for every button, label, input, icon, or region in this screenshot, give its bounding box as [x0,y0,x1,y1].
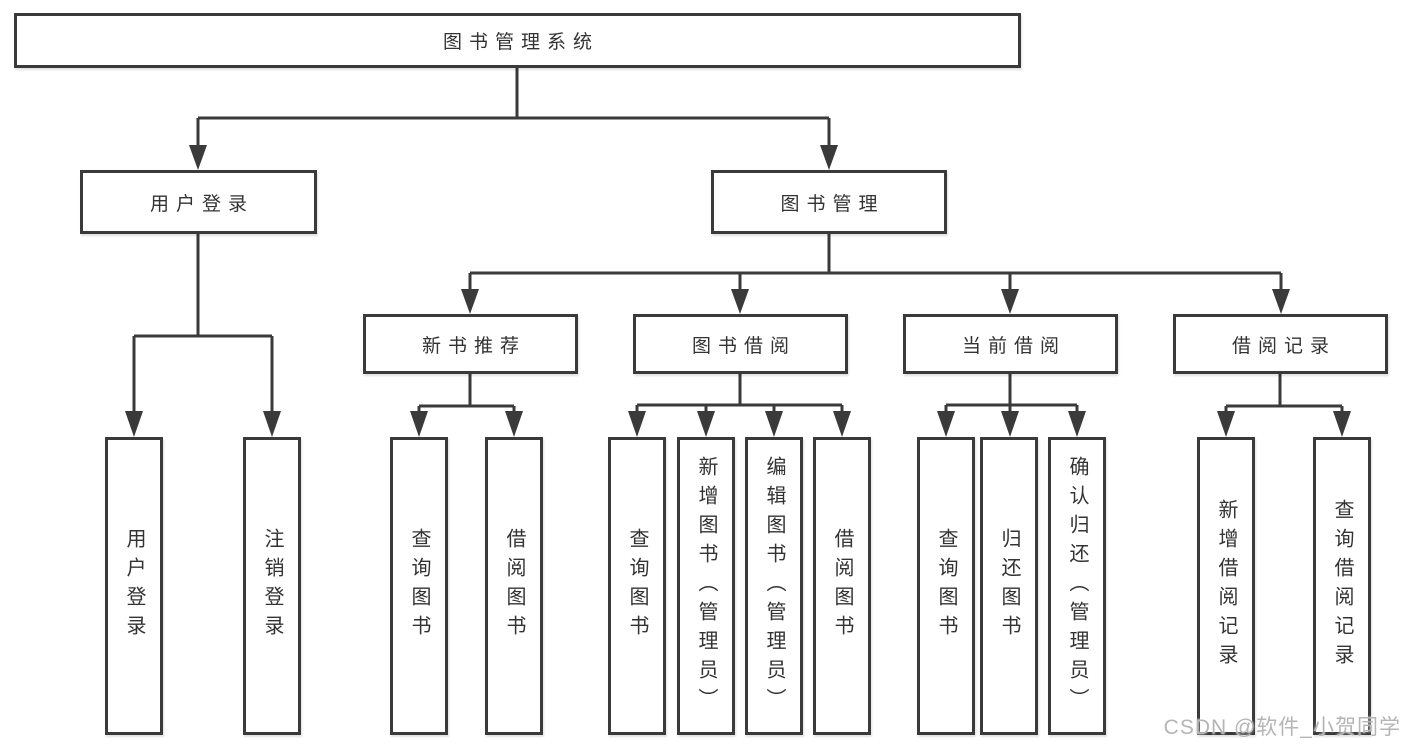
connector-book-borrow-to-leaves [635,374,844,413]
arrowhead [697,411,715,437]
arrowhead [263,411,281,437]
node-label: 新增图书（管理员） [695,455,717,717]
csdn-watermark: CSDN @软件_小贺同学 [1163,716,1401,739]
arrowhead [1333,411,1351,437]
arrowhead [1001,411,1019,437]
node-label: 借阅图书 [831,528,853,644]
arrowhead [731,289,749,314]
connector-current-borrow-to-leaves [944,374,1079,413]
connector-root-to-level2 [196,68,831,147]
leaf-borrow-books-recommend: 借阅图书 [485,437,543,735]
node-label: 查询图书 [408,528,430,644]
node-root-library-system: 图书管理系统 [14,13,1021,68]
node-label: 查询图书 [626,528,648,644]
arrowhead [820,145,838,170]
node-new-book-recommend: 新书推荐 [363,314,578,374]
leaf-add-borrow-record: 新增借阅记录 [1197,437,1255,735]
connector-new-book-to-leaves [417,374,516,413]
arrowhead [937,411,955,437]
node-label: 图书管理 [780,193,885,215]
arrowhead [189,145,207,170]
node-label: 借阅图书 [503,528,525,644]
node-label: 新书推荐 [421,335,526,357]
node-label: 借阅记录 [1231,335,1336,357]
node-label: 确认归还（管理员） [1066,455,1088,717]
arrowheads [125,145,1351,437]
node-book-borrow: 图书借阅 [633,314,848,374]
node-label: 归还图书 [998,528,1020,644]
leaf-add-books-admin: 新增图书（管理员） [677,437,735,735]
connector-book-mgmt-to-level3 [468,234,1283,291]
node-current-borrow: 当前借阅 [903,314,1118,374]
node-label: 查询图书 [935,528,957,644]
leaf-query-books-current: 查询图书 [917,437,975,735]
arrowhead [833,411,851,437]
leaf-return-books: 归还图书 [980,437,1038,735]
leaf-edit-books-admin: 编辑图书（管理员） [745,437,803,735]
node-user-login: 用户登录 [80,170,317,234]
node-label: 注销登录 [261,528,283,644]
leaf-confirm-return-admin: 确认归还（管理员） [1048,437,1106,735]
leaf-query-books-borrow: 查询图书 [608,437,666,735]
node-label: 用户登录 [123,528,145,644]
arrowhead [1272,289,1290,314]
leaf-query-borrow-record: 查询借阅记录 [1313,437,1371,735]
leaf-borrow-books: 借阅图书 [813,437,871,735]
node-label: 编辑图书（管理员） [763,455,785,717]
connector-user-login-to-leaves [132,234,274,413]
node-label: 新增借阅记录 [1215,499,1237,673]
arrowhead [765,411,783,437]
arrowhead [125,411,143,437]
leaf-logout: 注销登录 [243,437,301,735]
node-book-management: 图书管理 [711,170,947,234]
node-label: 查询借阅记录 [1331,499,1353,673]
leaf-user-login: 用户登录 [105,437,163,735]
node-label: 用户登录 [149,193,254,215]
node-label: 图书借阅 [691,335,796,357]
arrowhead [628,411,646,437]
arrowhead [461,289,479,314]
node-label: 当前借阅 [961,335,1066,357]
node-borrow-records: 借阅记录 [1173,314,1388,374]
arrowhead [1001,289,1019,314]
arrowhead [1068,411,1086,437]
arrowhead [1217,411,1235,437]
connector-borrow-records-to-leaves [1224,374,1344,413]
leaf-query-books-recommend: 查询图书 [390,437,448,735]
arrowhead [505,411,523,437]
arrowhead [410,411,428,437]
node-label: 图书管理系统 [442,32,599,53]
